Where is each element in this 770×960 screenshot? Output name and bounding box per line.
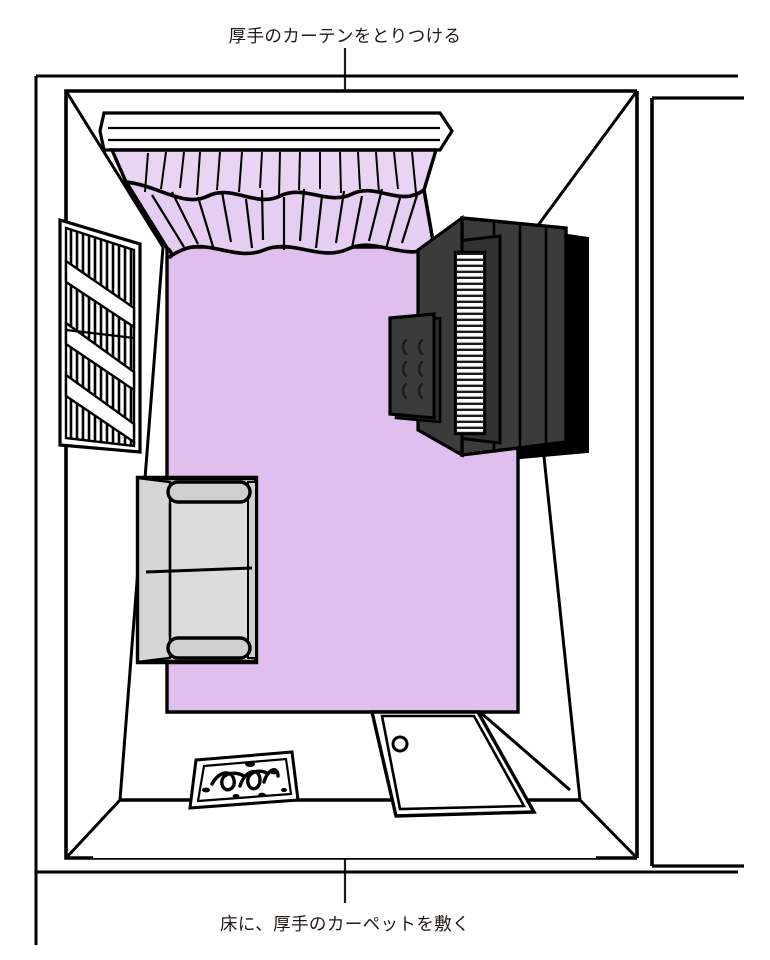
corner-diagonal-bottom-right bbox=[578, 798, 639, 860]
corner-diagonal-top-right bbox=[520, 90, 639, 248]
louvered-window[interactable] bbox=[58, 217, 142, 454]
curtain-pleats-upper bbox=[144, 151, 417, 197]
corner-diagonal-top-left bbox=[64, 90, 165, 248]
sofa[interactable] bbox=[135, 475, 259, 665]
sofa-backrest bbox=[136, 476, 172, 664]
sofa-armrest-bottom bbox=[166, 636, 252, 660]
curtain-pleats-lower bbox=[151, 188, 420, 251]
upright-piano[interactable] bbox=[416, 214, 589, 460]
doormat-inner bbox=[196, 757, 293, 803]
right-opening-fill bbox=[637, 88, 703, 860]
sofa-front-edge bbox=[247, 481, 257, 659]
bench-tufts bbox=[401, 338, 424, 400]
door-swing-edge bbox=[479, 710, 571, 792]
door-panel-inner bbox=[380, 714, 527, 811]
window-sash-bands bbox=[64, 258, 136, 445]
curtain-annotation-label: 厚手のカーテンをとりつける bbox=[229, 26, 462, 46]
bench-seat bbox=[388, 312, 436, 420]
sofa-armrest-top bbox=[166, 480, 252, 504]
corner-diagonal-bottom-left bbox=[64, 798, 122, 860]
piano-white-keys bbox=[457, 255, 483, 432]
sofa-cushion-divider bbox=[145, 566, 253, 574]
entry-door[interactable] bbox=[369, 710, 571, 818]
piano-bench[interactable] bbox=[388, 312, 442, 424]
curtain-rail-body bbox=[98, 111, 454, 152]
curtain-rail[interactable] bbox=[98, 111, 454, 152]
thick-curtain[interactable] bbox=[109, 148, 439, 259]
doormat-specks bbox=[202, 761, 287, 798]
piano-keyboard[interactable] bbox=[453, 250, 487, 436]
doormat[interactable] bbox=[188, 750, 300, 810]
door-knob-icon[interactable] bbox=[391, 735, 409, 753]
window-mid-rail bbox=[65, 328, 135, 340]
carpet-annotation-label: 床に、厚手のカーペットを敷く bbox=[220, 914, 470, 934]
